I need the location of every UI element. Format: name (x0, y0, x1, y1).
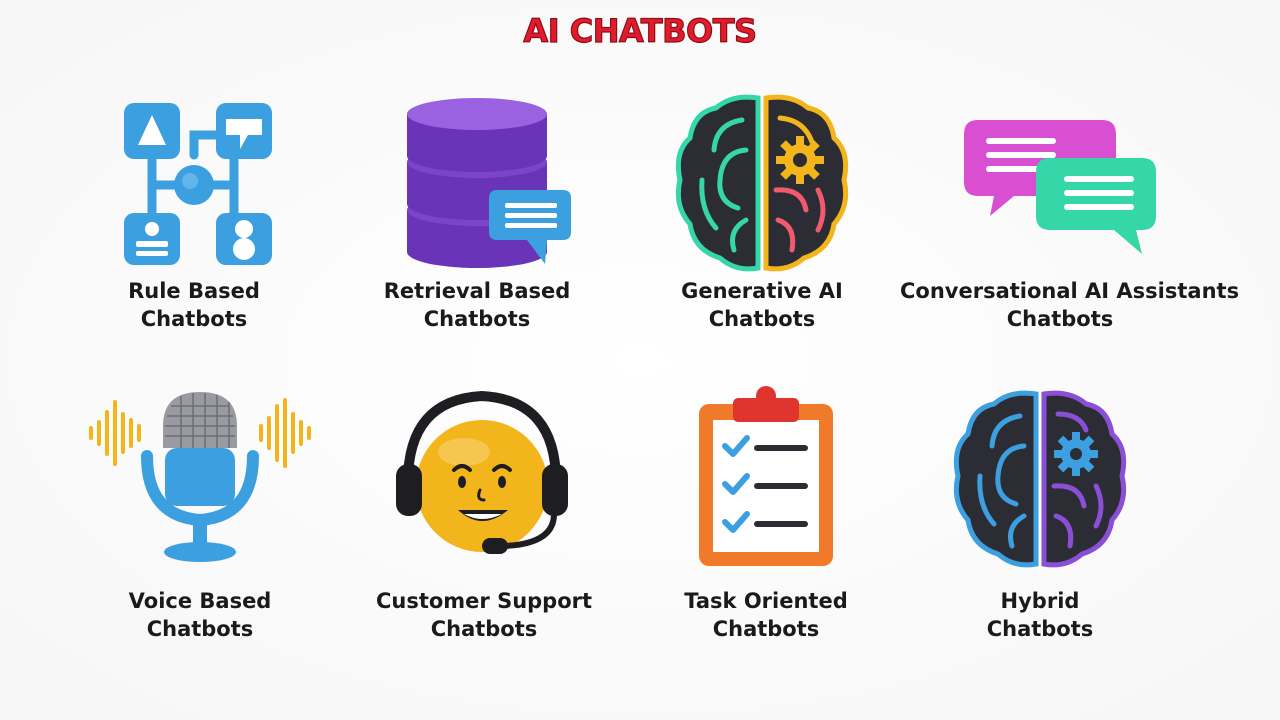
item-label: Generative AI Chatbots (602, 277, 922, 333)
item-label: Conversational AI Assistants Chatbots (900, 277, 1240, 333)
item-label: Rule Based Chatbots (34, 277, 354, 333)
label-line-1: Rule Based (128, 279, 260, 303)
item-hybrid: Hybrid Chatbots (880, 382, 1200, 641)
database-chat-icon (377, 92, 577, 272)
item-label: Voice Based Chatbots (40, 587, 360, 643)
item-generative-ai: Generative AI Chatbots (602, 90, 922, 340)
item-label: Customer Support Chatbots (324, 587, 644, 643)
item-label: Hybrid Chatbots (880, 587, 1200, 643)
label-line-2: Chatbots (986, 617, 1094, 641)
chat-bubbles-icon (960, 112, 1160, 262)
neon-brain-gear-icon (672, 90, 852, 275)
page-title: AI CHATBOTS (523, 11, 758, 50)
label-line-1: Generative AI (681, 279, 843, 303)
label-line-1: Task Oriented (684, 589, 848, 613)
item-label: Retrieval Based Chatbots (317, 277, 637, 333)
item-voice-based: Voice Based Chatbots (40, 382, 360, 641)
label-line-2: Chatbots (1006, 307, 1114, 331)
label-line-1: Hybrid (1000, 589, 1080, 613)
microphone-soundwave-icon (85, 386, 315, 571)
label-line-2: Chatbots (430, 617, 538, 641)
item-label: Task Oriented Chatbots (606, 587, 926, 643)
headset-emoji-icon (394, 386, 574, 566)
item-retrieval-based: Retrieval Based Chatbots (317, 90, 637, 340)
item-task-oriented: Task Oriented Chatbots (606, 382, 926, 641)
hybrid-brain-icon (950, 386, 1130, 571)
item-customer-support: Customer Support Chatbots (324, 382, 644, 641)
label-line-2: Chatbots (712, 617, 820, 641)
label-line-2: Chatbots (708, 307, 816, 331)
label-line-1: Conversational AI Assistants (900, 279, 1240, 303)
label-line-1: Retrieval Based (383, 279, 571, 303)
label-line-1: Voice Based (128, 589, 272, 613)
clipboard-checklist-icon (691, 384, 841, 569)
label-line-1: Customer Support (375, 589, 593, 613)
item-conversational-ai: Conversational AI Assistants Chatbots (900, 90, 1240, 340)
label-line-2: Chatbots (140, 307, 248, 331)
label-line-2: Chatbots (146, 617, 254, 641)
item-rule-based: Rule Based Chatbots (34, 90, 354, 340)
flowchart-icon (104, 95, 284, 270)
label-line-2: Chatbots (423, 307, 531, 331)
